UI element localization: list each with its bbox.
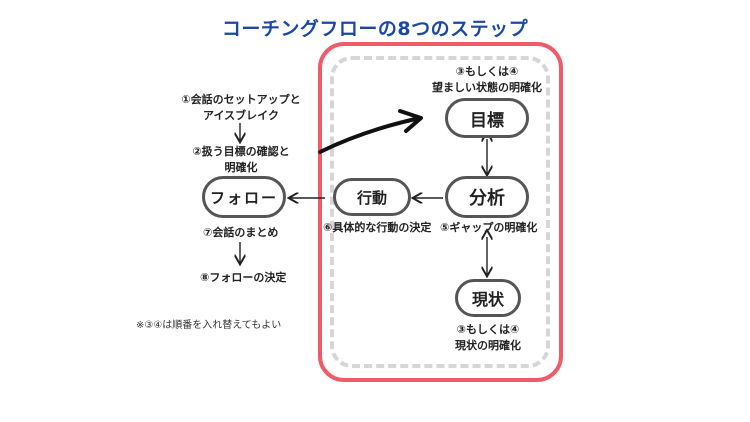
label-step2: ②扱う目標の確認と 明確化 (192, 145, 290, 174)
label-step5: ⑤ギャップの明確化 (440, 221, 538, 234)
steps-frame (318, 42, 563, 382)
label-step1: ①会話のセットアップと アイスブレイク (181, 93, 301, 122)
label-step6: ⑥具体的な行動の決定 (323, 221, 432, 234)
steps-frame-dashed (330, 56, 550, 368)
label-step8: ⑧フォローの決定 (200, 271, 287, 284)
arrow-to-goal (318, 116, 422, 154)
arrow-to-goal-head (398, 109, 423, 133)
node-goal: 目標 (445, 98, 529, 138)
node-action: 行動 (333, 178, 411, 216)
label-current-step: ③もしくは④ 現状の明確化 (455, 323, 521, 352)
label-goal-step: ③もしくは④ 望ましい状態の明確化 (432, 65, 542, 94)
node-current: 現状 (455, 279, 521, 317)
diagram-title: コーチングフローの8つのステップ (221, 18, 529, 40)
label-step7: ⑦会話のまとめ (203, 226, 279, 239)
node-analysis: 分析 (445, 176, 529, 218)
node-follow: フォロー (202, 176, 286, 218)
footnote: ※③④は順番を入れ替えてもよい (136, 320, 282, 331)
